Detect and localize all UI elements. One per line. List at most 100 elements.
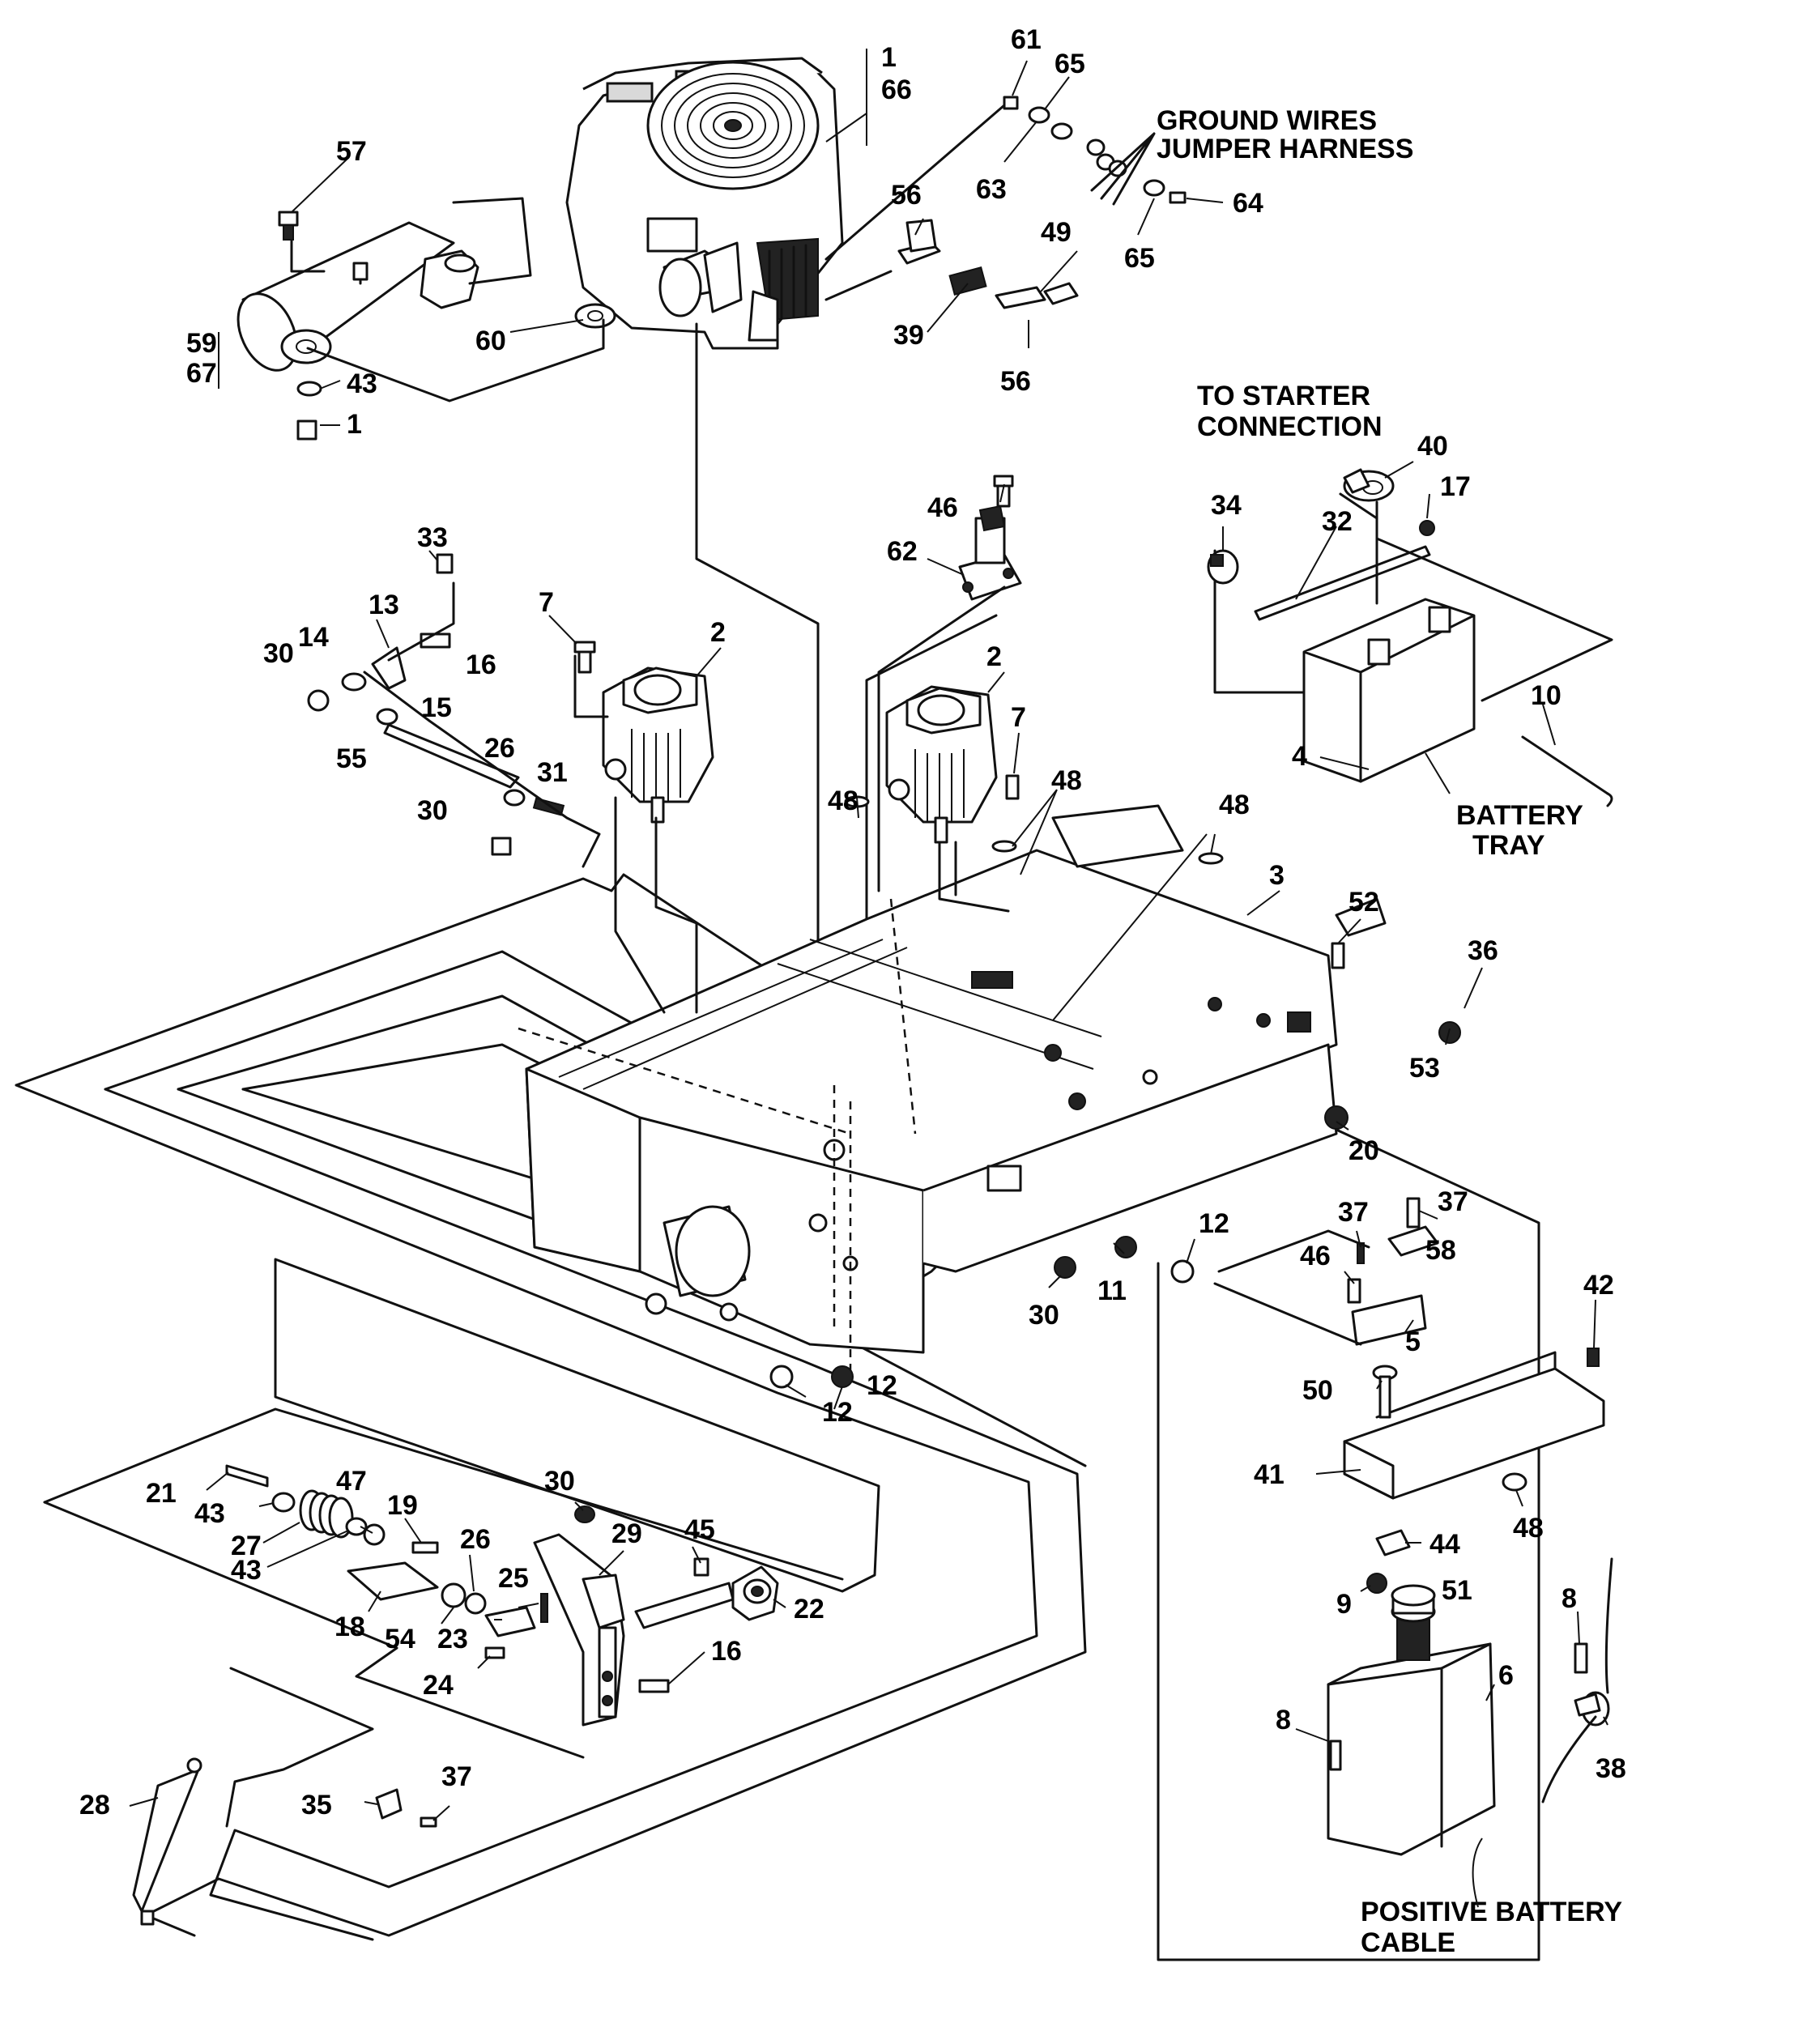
callout-1-nut: 1 [347,409,362,440]
fuel-line [824,219,1079,309]
nut-11 [1114,1236,1137,1258]
battery [1302,598,1476,783]
callout-56-top: 56 [891,180,922,211]
callout-49: 49 [1041,217,1072,248]
label-tray: TRAY [1472,830,1545,861]
callout-11: 11 [1097,1275,1127,1306]
nut-20 [1324,1105,1348,1130]
callout-52: 52 [1348,887,1379,918]
nut-12a [1170,1259,1195,1284]
nut-30d [574,1505,595,1523]
label-jumper-harness: JUMPER HARNESS [1157,134,1413,164]
ground-wire-hardware [824,96,1187,261]
callout-53: 53 [1409,1053,1440,1084]
engine-recoil-cover [646,61,820,190]
nut-12c [831,1365,854,1388]
bolt-52 [1331,942,1345,969]
terminal-boot-34 [1207,549,1239,585]
callout-55: 55 [336,743,367,774]
bracket-5 [1347,1242,1427,1346]
callout-10: 10 [1531,680,1562,711]
bolt-42 [1587,1348,1600,1367]
clip-48c [1198,852,1224,865]
nut-30c [1054,1256,1076,1279]
leaders [129,49,1608,1821]
callout-14: 14 [298,622,329,653]
nut-53 [1438,1021,1461,1044]
callout-16-lower: 16 [711,1636,742,1667]
nut-9 [1366,1573,1387,1594]
main-frame [518,804,1338,1377]
callout-21: 21 [146,1478,177,1509]
callout-58: 58 [1425,1235,1456,1266]
callout-38: 38 [1596,1753,1626,1784]
callout-60: 60 [475,326,506,356]
callout-15: 15 [421,692,452,723]
callout-43-lower-b: 43 [231,1555,262,1586]
callout-32: 32 [1322,506,1353,537]
tension-assembly [225,1464,548,1659]
callout-31: 31 [537,757,568,788]
callout-30-link2: 30 [417,795,448,826]
text-labels: GROUND WIRES JUMPER HARNESS TO STARTER C… [1157,105,1622,1958]
callout-4: 4 [1292,741,1307,772]
cylinder-28 [132,1757,202,1926]
callout-37-b: 37 [1438,1186,1468,1217]
callout-numbers: 1 66 61 65 63 64 65 56 49 39 56 57 60 59… [79,24,1626,1820]
callout-51: 51 [1442,1575,1472,1606]
callout-30-lower: 30 [544,1466,575,1497]
label-to-starter: TO STARTER [1197,381,1370,411]
bolt-50 [1372,1365,1398,1419]
callout-16-link: 16 [466,649,496,680]
callout-1-engine: 1 [881,42,897,73]
callout-22: 22 [794,1594,824,1625]
callout-62: 62 [887,536,918,567]
bracket-36 [1335,897,1387,937]
callout-8-left: 8 [1276,1705,1291,1735]
callout-64: 64 [1233,188,1263,219]
callout-27: 27 [231,1531,262,1561]
callout-18: 18 [334,1612,365,1642]
callout-7-left: 7 [539,587,554,618]
washer-43 [296,381,322,397]
nut-12b [769,1365,794,1389]
callout-63: 63 [976,174,1007,205]
control-linkage [307,553,601,868]
callout-12-center: 12 [867,1370,897,1401]
callout-61: 61 [1011,24,1042,55]
clip-35 [375,1788,403,1820]
callout-13: 13 [369,590,399,620]
callout-23: 23 [437,1624,468,1654]
callout-29: 29 [611,1518,642,1549]
callout-17: 17 [1440,471,1471,502]
callout-7-right: 7 [1011,702,1026,733]
callout-19: 19 [387,1490,418,1521]
label-ground-wires: GROUND WIRES [1157,105,1377,136]
label-battery: BATTERY [1456,800,1583,831]
muffler [236,221,479,372]
callout-46-bracket: 46 [1300,1241,1331,1271]
bolt-8 [1329,1740,1342,1771]
callout-33: 33 [417,522,448,553]
spring-27 [299,1489,354,1539]
callout-6: 6 [1498,1660,1514,1691]
callout-43-lower-a: 43 [194,1498,225,1529]
callout-65-bottom: 65 [1124,243,1155,274]
callout-35: 35 [301,1790,332,1820]
callout-43-muffler: 43 [347,368,377,399]
exhaust-gasket [574,303,616,329]
nut-1 [296,419,317,441]
callout-66: 66 [881,75,912,105]
callout-65-top: 65 [1055,49,1085,79]
callout-56-bottom: 56 [1000,366,1031,397]
callout-42: 42 [1583,1270,1614,1301]
callout-20: 20 [1348,1135,1379,1166]
shaft-22 [634,1565,779,1629]
callout-37-a: 37 [1338,1197,1369,1228]
callout-41: 41 [1254,1459,1285,1490]
callout-48-c: 48 [1219,790,1250,820]
callout-45: 45 [684,1514,715,1545]
j-bolt-10 [1521,735,1609,795]
bolt-16b [638,1679,670,1693]
solenoid [958,505,1022,601]
